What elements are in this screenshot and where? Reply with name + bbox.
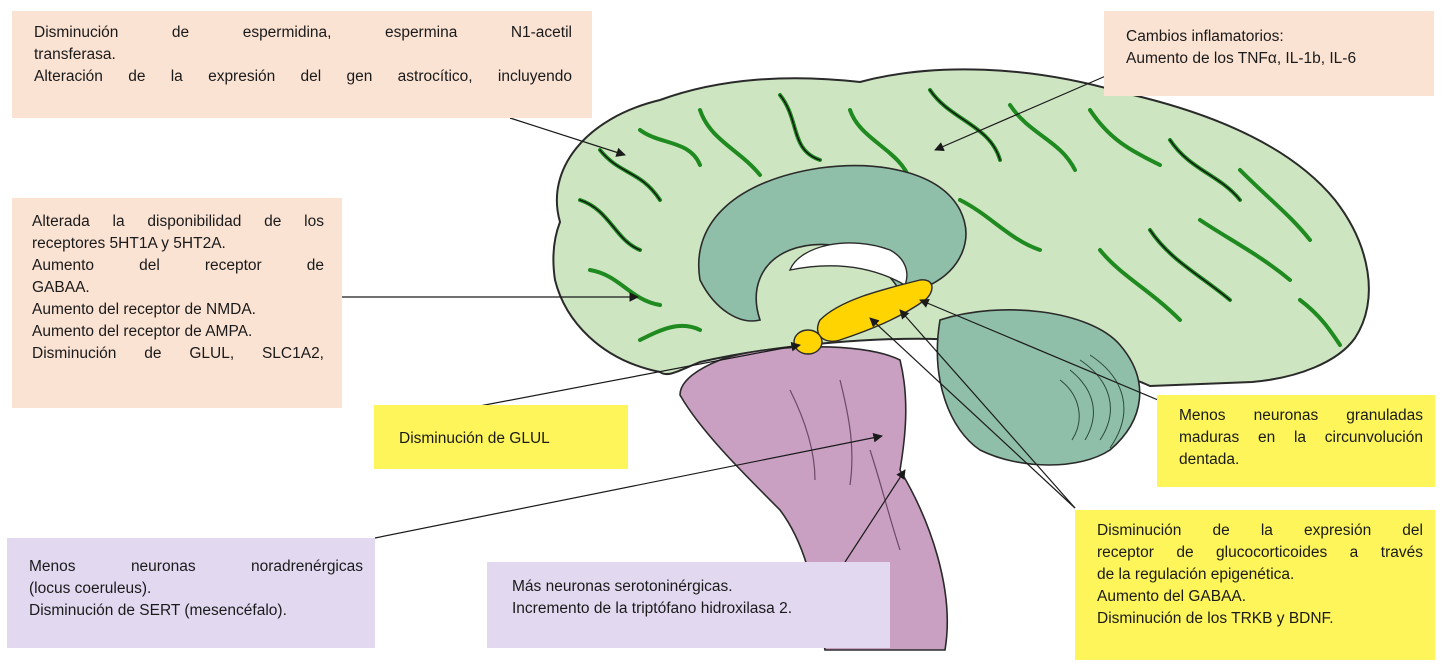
box-mid-left-line-2: receptores 5HT1A y 5HT2A. xyxy=(32,233,324,255)
box-granular-line-2: maduras en la circunvolución xyxy=(1179,427,1423,449)
box-glul-line-1: Disminución de GLUL xyxy=(399,428,618,450)
box-top-left-line-1: Disminución de espermidina, espermina N1… xyxy=(34,22,572,44)
box-mid-left-line-6: Aumento del receptor de AMPA. xyxy=(32,321,324,343)
box-mid-left-line-7: Disminución de GLUL, SLC1A2, xyxy=(32,343,324,365)
box-glucocorticoid-line-4: Aumento del GABAA. xyxy=(1097,586,1423,608)
box-noradrenergic-line-3: Disminución de SERT (mesencéfalo). xyxy=(29,600,363,622)
box-top-left: Disminución de espermidina, espermina N1… xyxy=(12,11,592,118)
box-serotonergic: Más neuronas serotoninérgicas. Increment… xyxy=(487,562,890,648)
box-glucocorticoid-line-3: de la regulación epigenética. xyxy=(1097,564,1423,586)
box-top-right-line-2: Aumento de los TNFα, IL-1b, IL-6 xyxy=(1126,48,1424,70)
box-granular-line-1: Menos neuronas granuladas xyxy=(1179,405,1423,427)
box-mid-left-line-1: Alterada la disponibilidad de los xyxy=(32,211,324,233)
box-serotonergic-line-1: Más neuronas serotoninérgicas. xyxy=(512,576,878,598)
box-mid-left-line-4: GABAA. xyxy=(32,277,324,299)
box-top-left-line-2: transferasa. xyxy=(34,44,572,66)
box-granular: Menos neuronas granuladas maduras en la … xyxy=(1157,395,1435,487)
box-mid-left-line-5: Aumento del receptor de NMDA. xyxy=(32,299,324,321)
box-top-left-line-3: Alteración de la expresión del gen astro… xyxy=(34,66,572,88)
box-noradrenergic-line-2: (locus coeruleus). xyxy=(29,578,363,600)
box-noradrenergic: Menos neuronas noradrenérgicas (locus co… xyxy=(7,538,375,648)
box-glul: Disminución de GLUL xyxy=(374,405,628,469)
box-glucocorticoid-line-5: Disminución de los TRKB y BDNF. xyxy=(1097,608,1423,630)
box-top-right: Cambios inflamatorios: Aumento de los TN… xyxy=(1104,11,1434,96)
box-top-right-line-1: Cambios inflamatorios: xyxy=(1126,26,1424,48)
box-mid-left: Alterada la disponibilidad de los recept… xyxy=(12,198,342,408)
box-granular-line-3: dentada. xyxy=(1179,449,1423,471)
box-mid-left-line-3: Aumento del receptor de xyxy=(32,255,324,277)
box-glucocorticoid: Disminución de la expresión del receptor… xyxy=(1075,510,1435,660)
box-glucocorticoid-line-1: Disminución de la expresión del xyxy=(1097,520,1423,542)
box-glucocorticoid-line-2: receptor de glucocorticoides a través xyxy=(1097,542,1423,564)
box-noradrenergic-line-1: Menos neuronas noradrenérgicas xyxy=(29,556,363,578)
amygdala xyxy=(794,330,822,354)
box-serotonergic-line-2: Incremento de la triptófano hidroxilasa … xyxy=(512,598,878,620)
